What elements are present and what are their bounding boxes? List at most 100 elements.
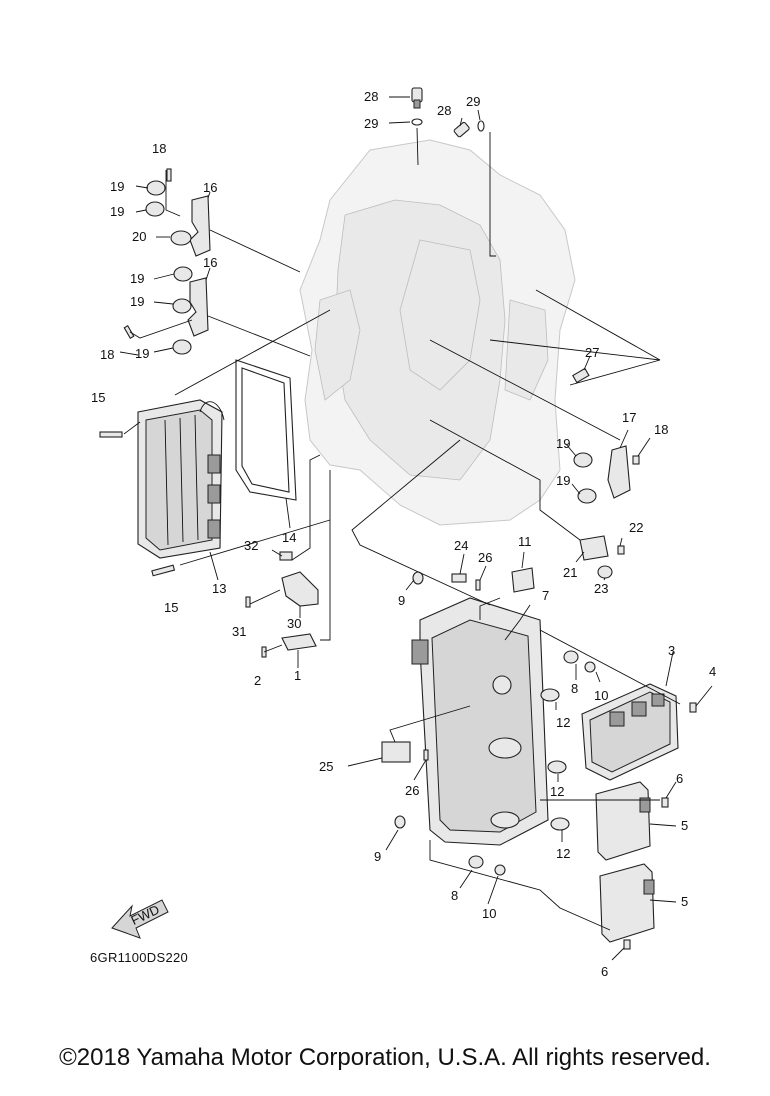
callout-13: 13 [212,581,226,596]
diagram-code: 6GR1100DS220 [90,950,188,965]
bolt-6-lower [623,939,631,950]
rectifier-13 [137,399,225,559]
callout-30: 30 [287,616,301,631]
callout-8-upper: 8 [571,681,578,696]
sensor-1 [281,633,317,651]
clip-32 [279,551,293,561]
clamps-19-20 [145,180,193,355]
bolt-26-bottom [423,749,429,761]
callout-19-d: 19 [130,294,144,309]
bolt-4 [689,702,697,713]
clamp-11 [511,567,535,593]
bolt-31 [245,596,251,608]
callout-19-c: 19 [130,271,144,286]
callout-26-bottom: 26 [405,783,419,798]
grommet-9-bottom [394,815,406,829]
callout-18-right: 18 [654,422,668,437]
ecm-3 [581,683,679,781]
callout-23: 23 [594,581,608,596]
clamp-12-b [547,760,567,774]
callout-29-top: 29 [364,116,378,131]
bolt-18-left [123,325,135,339]
callout-16-lower: 16 [203,255,217,270]
washer-10-top [584,661,596,673]
bolt-15-lower [151,564,176,577]
clip-24 [451,573,467,583]
fwd-arrow: FWD [111,899,169,939]
bolt-22 [617,545,625,555]
gasket-14 [235,359,297,501]
callout-12-b: 12 [550,784,564,799]
leader-lines [119,96,713,961]
bracket-16-upper [189,195,211,257]
callout-24: 24 [454,538,468,553]
bolt-6-upper [661,797,669,808]
callout-17: 17 [622,410,636,425]
bracket-21 [579,535,609,561]
bolt-26-top [475,579,481,591]
callout-10-upper: 10 [594,688,608,703]
callout-19-e: 19 [135,346,149,361]
callout-19-g: 19 [556,473,570,488]
clamp-23 [597,565,613,579]
callout-18-top: 18 [152,141,166,156]
callout-32: 32 [244,538,258,553]
callout-10-lower: 10 [482,906,496,921]
callout-14: 14 [282,530,296,545]
callout-5-upper: 5 [681,818,688,833]
nut-8-top [563,650,579,664]
callout-26-top: 26 [478,550,492,565]
callout-31: 31 [232,624,246,639]
sensor-28-right [453,121,470,138]
exploded-parts-diagram: FWD [90,87,716,979]
callout-16-upper: 16 [203,180,217,195]
callout-27: 27 [585,345,599,360]
callout-4: 4 [709,664,716,679]
oring-29-right [477,120,485,132]
callout-7: 7 [542,588,549,603]
callout-11: 11 [518,534,532,549]
nut-8-bottom [468,855,484,869]
callout-19-f: 19 [556,436,570,451]
callout-22: 22 [629,520,643,535]
engine-block-ghost [299,139,576,526]
bolt-15-upper [99,431,123,438]
clamp-12-a [540,688,560,702]
callout-29-right: 29 [466,94,480,109]
callout-28-right: 28 [437,103,451,118]
callout-2: 2 [254,673,261,688]
sensor-27 [572,367,590,384]
callout-21: 21 [563,565,577,580]
callout-19-b: 19 [110,204,124,219]
bracket-17 [607,445,631,499]
callouts: 1 2 3 4 5 5 6 6 7 8 8 9 9 10 10 11 12 12… [91,89,716,979]
sensor-28-top [411,87,423,109]
clamp-19-right-a [573,452,593,468]
bolt-18-top [166,168,172,182]
callout-5-lower: 5 [681,894,688,909]
callout-15-upper: 15 [91,390,105,405]
module-5-lower [599,863,655,943]
callout-6-upper: 6 [676,771,683,786]
callout-3: 3 [668,643,675,658]
callout-15-lower: 15 [164,600,178,615]
callout-6-lower: 6 [601,964,608,979]
bracket-30 [281,571,319,607]
clamp-19-right-b [577,488,597,504]
callout-18-left: 18 [100,347,114,362]
callout-28-top: 28 [364,89,378,104]
callout-9-upper: 9 [398,593,405,608]
clamp-12-c [550,817,570,831]
bolt-18-right [632,455,640,465]
module-5-upper [595,781,651,861]
relay-25 [381,741,411,763]
oring-29-top [411,118,423,126]
callout-12-c: 12 [556,846,570,861]
callout-19-a: 19 [110,179,124,194]
callout-12-a: 12 [556,715,570,730]
callout-25: 25 [319,759,333,774]
callout-1: 1 [294,668,301,683]
washer-10-bottom [494,864,506,876]
copyright-notice: ©2018 Yamaha Motor Corporation, U.S.A. A… [59,1044,711,1071]
callout-9-lower: 9 [374,849,381,864]
